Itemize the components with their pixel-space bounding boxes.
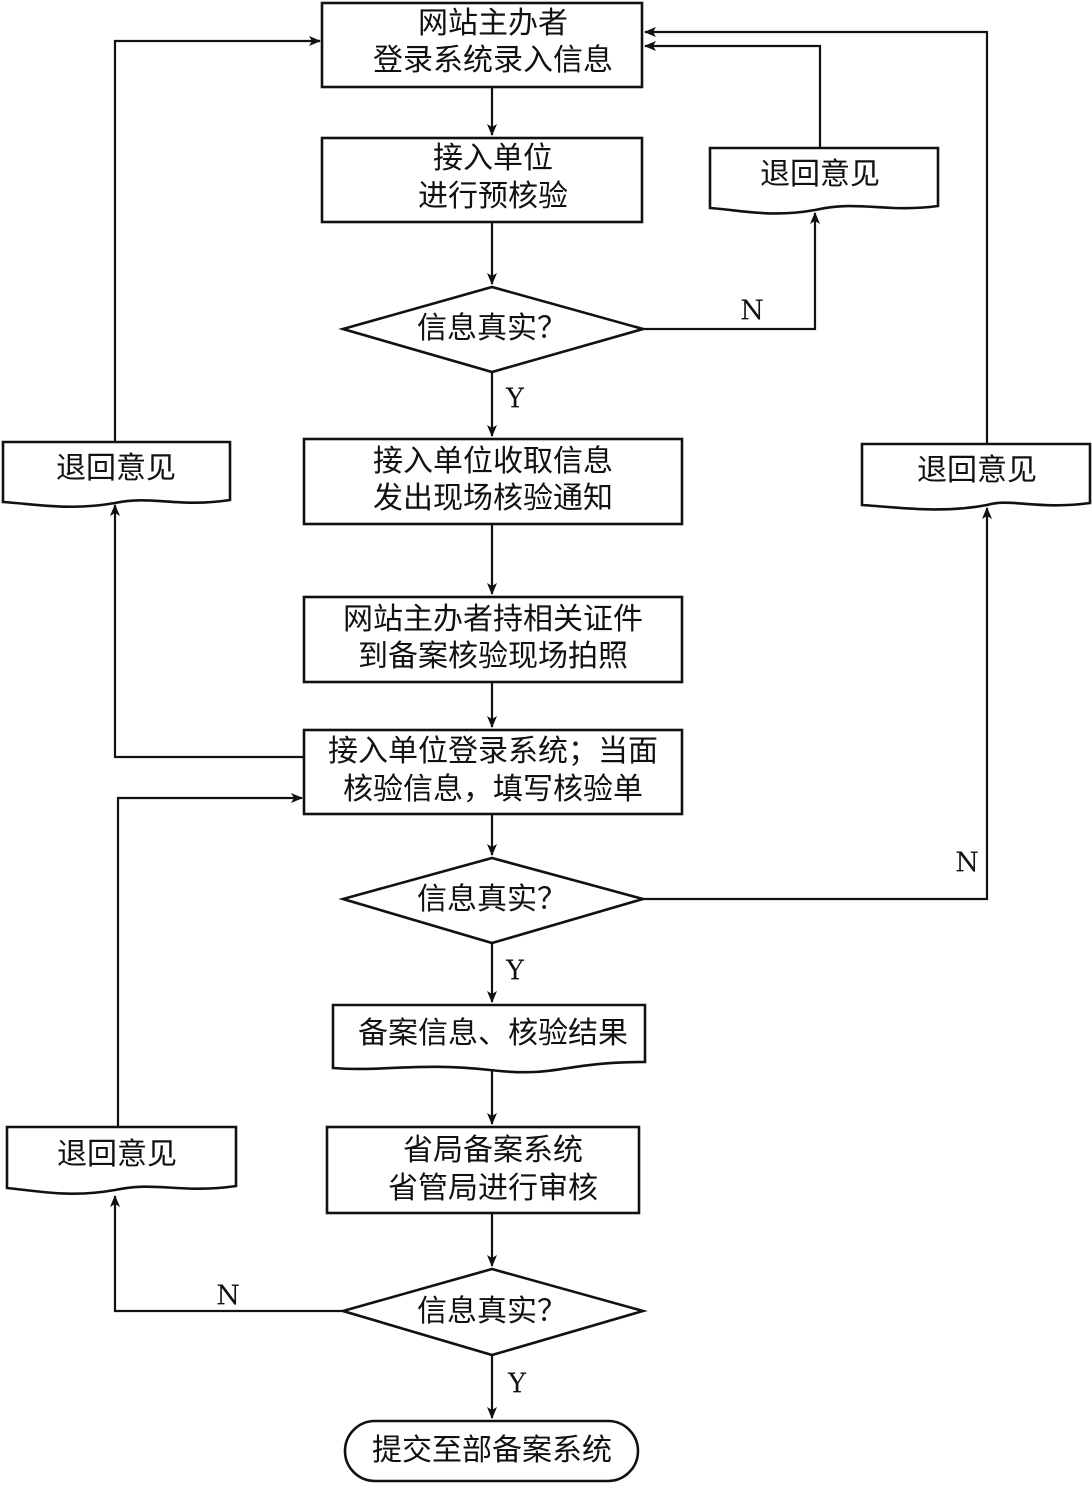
label-decision2-yes: Y (505, 956, 525, 987)
node-decision2: 信息真实？ (338, 856, 648, 945)
node-collect-line2: 发出现场核验通知 (373, 481, 613, 516)
node-precheck-line1: 接入单位 (433, 141, 553, 176)
node-return-left-label: 退回意见 (56, 451, 176, 486)
node-decision3: 信息真实？ (338, 1267, 648, 1357)
node-submit-label: 提交至部备案系统 (372, 1433, 612, 1468)
node-decision1: 信息真实？ (338, 285, 648, 374)
node-precheck-line2: 进行预核验 (418, 179, 568, 214)
node-login-line2: 登录系统录入信息 (373, 43, 613, 78)
node-return-right-label: 退回意见 (917, 453, 1037, 488)
node-decision3-label: 信息真实？ (417, 1294, 567, 1329)
node-result-document: 备案信息、核验结果 (331, 1003, 647, 1074)
node-photo-line1: 网站主办者持相关证件 (343, 602, 643, 637)
edge-labels: N Y N Y N Y (216, 296, 979, 1400)
node-return-top-right: 退回意见 (708, 146, 940, 215)
node-decision1-label: 信息真实？ (417, 311, 567, 346)
node-result-label: 备案信息、核验结果 (358, 1016, 628, 1051)
edge-return-right-to-login (644, 27, 989, 444)
edge-return-bottom-left-to-verify (116, 793, 303, 1127)
edge-decision2-no-to-return (643, 507, 992, 901)
node-photo-line2: 到备案核验现场拍照 (358, 639, 628, 674)
label-decision1-yes: Y (505, 384, 525, 415)
node-province: 省局备案系统 省管局进行审核 (325, 1125, 641, 1215)
node-precheck: 接入单位 进行预核验 (320, 136, 644, 224)
node-decision2-label: 信息真实？ (417, 882, 567, 917)
node-verify: 接入单位登录系统；当面 核验信息，填写核验单 (302, 728, 684, 816)
node-collect: 接入单位收取信息 发出现场核验通知 (302, 437, 684, 526)
node-verify-line2: 核验信息，填写核验单 (343, 772, 643, 807)
node-collect-line1: 接入单位收取信息 (373, 444, 613, 479)
node-submit: 提交至部备案系统 (343, 1419, 640, 1483)
label-decision3-yes: Y (507, 1369, 527, 1400)
node-province-line1: 省局备案系统 (403, 1133, 583, 1168)
node-return-top-right-label: 退回意见 (760, 157, 880, 192)
edge-decision1-no-to-return (643, 212, 820, 331)
node-login: 网站主办者 登录系统录入信息 (320, 1, 644, 89)
node-province-line2: 省管局进行审核 (388, 1171, 598, 1206)
edges (110, 27, 992, 1419)
edge-return-top-right-to-login (644, 41, 822, 148)
node-verify-line1: 接入单位登录系统；当面 (328, 734, 658, 769)
label-decision1-no: N (740, 296, 764, 327)
label-decision2-no: N (955, 848, 979, 879)
node-photo: 网站主办者持相关证件 到备案核验现场拍照 (302, 595, 684, 684)
node-return-bottom-left: 退回意见 (5, 1125, 238, 1195)
node-return-left: 退回意见 (1, 440, 232, 509)
node-return-bottom-left-label: 退回意见 (57, 1137, 177, 1172)
node-login-line1: 网站主办者 (418, 6, 568, 41)
label-decision3-no: N (216, 1281, 240, 1312)
edge-decision3-no-to-return (110, 1195, 343, 1313)
edge-return-left-to-login (113, 36, 321, 442)
edge-verify-to-return-left (110, 504, 304, 759)
node-return-right: 退回意见 (860, 442, 1092, 511)
